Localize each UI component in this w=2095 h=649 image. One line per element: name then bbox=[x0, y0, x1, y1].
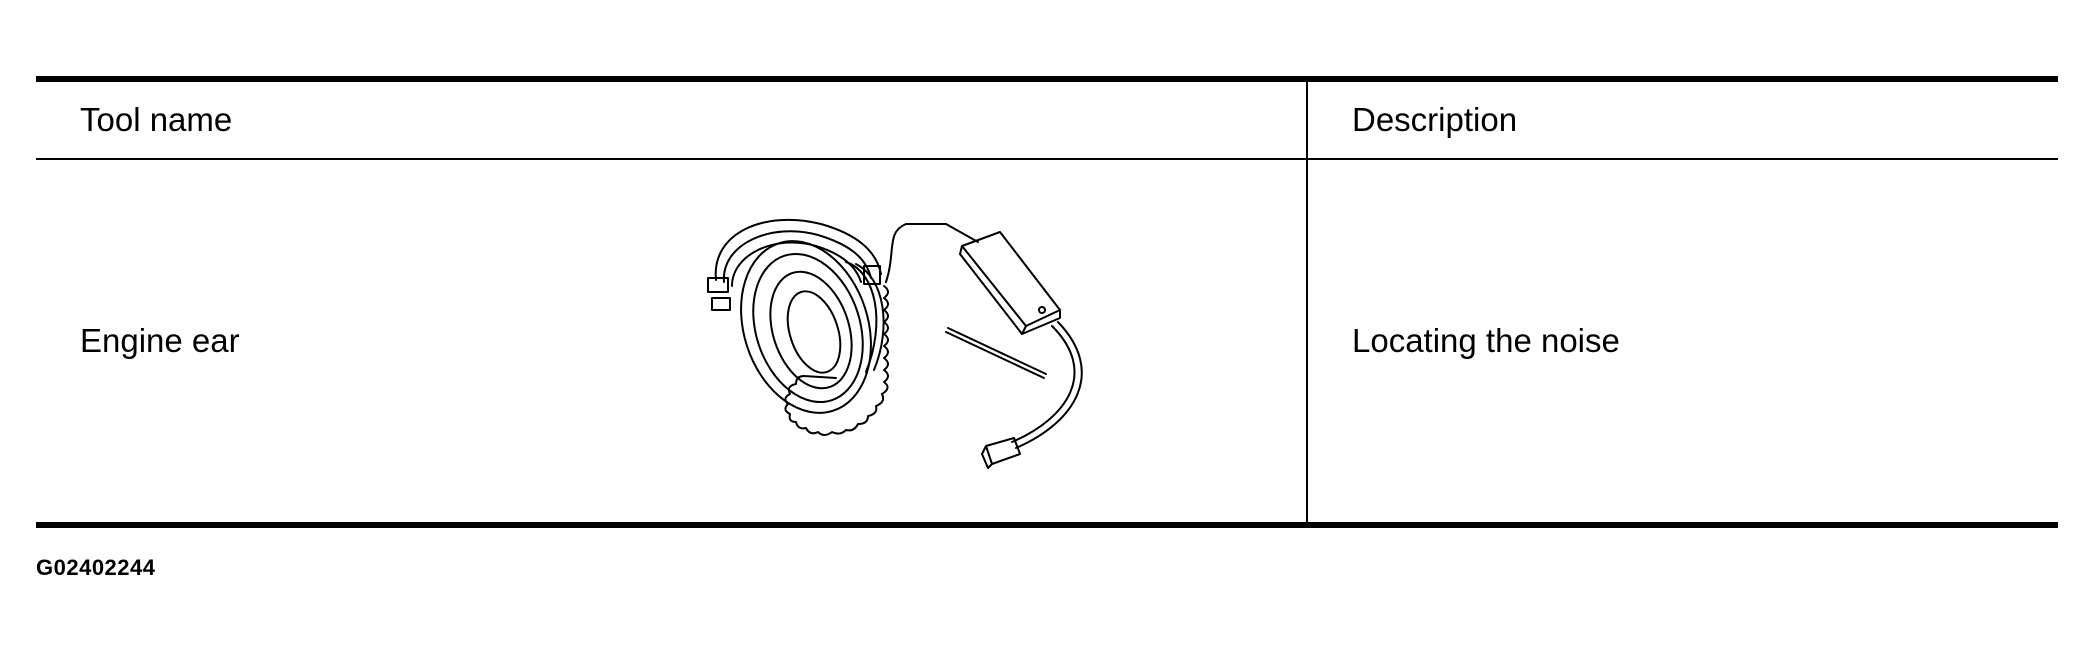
figure-id: G02402244 bbox=[36, 555, 156, 580]
tool-name-cell: Engine ear bbox=[36, 159, 1307, 528]
table-header-row: Tool name Description bbox=[36, 76, 2058, 160]
header-tool-name: Tool name bbox=[36, 76, 1307, 160]
description-text: Locating the noise bbox=[1352, 322, 1620, 359]
table-row: Engine ear bbox=[36, 159, 2058, 528]
header-description: Description bbox=[1306, 76, 2058, 160]
tool-table: Tool name Description Engine ear bbox=[36, 76, 2058, 528]
engine-ear-headphones-icon bbox=[707, 218, 1083, 469]
tool-name-text: Engine ear bbox=[80, 322, 240, 359]
description-cell: Locating the noise bbox=[1306, 159, 2058, 528]
